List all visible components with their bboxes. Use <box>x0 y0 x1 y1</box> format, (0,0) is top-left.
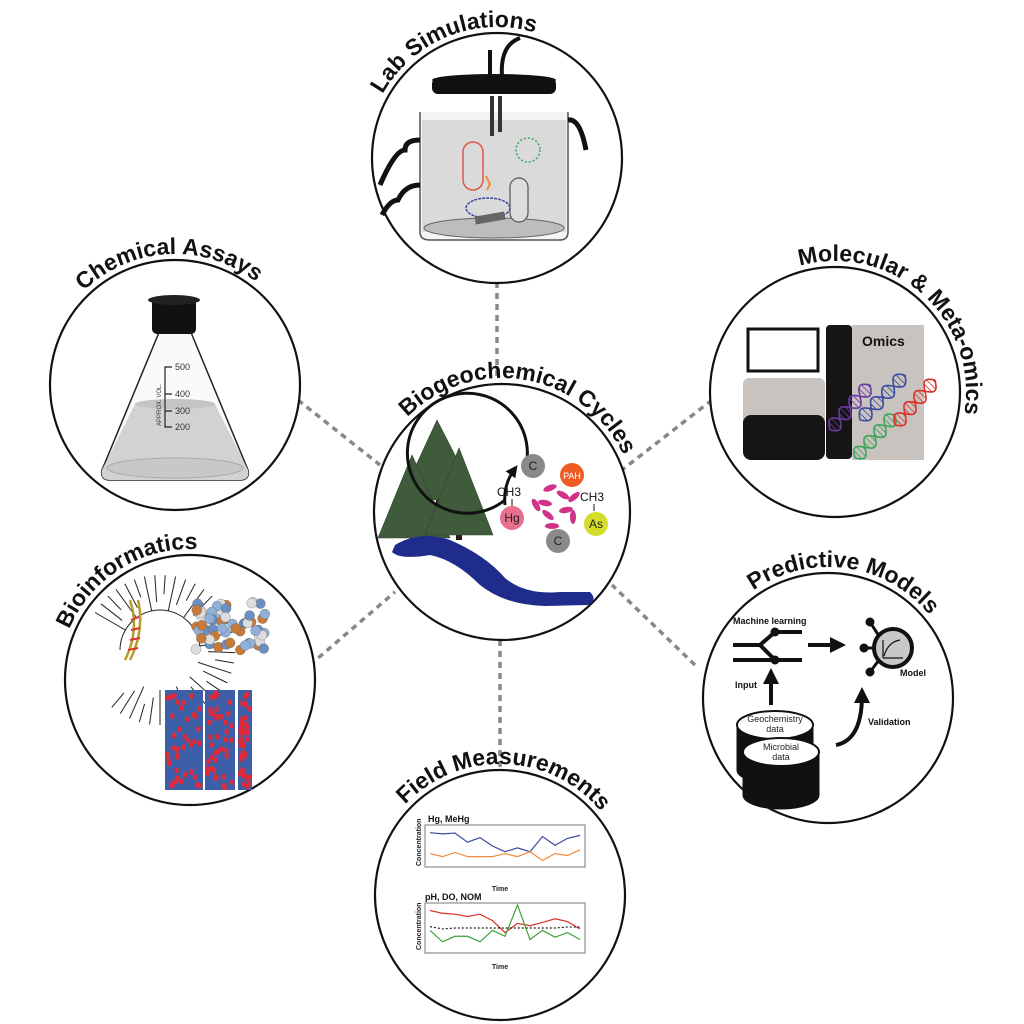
chart1-title: Hg, MeHg <box>428 814 470 824</box>
volume-scale-label: APPROX. VOL. <box>157 384 163 426</box>
volume-tick-500: 500 <box>175 362 190 372</box>
geochemistry-db-label-2: data <box>766 724 784 734</box>
validation-label: Validation <box>868 717 911 727</box>
methyl-left-label: CH3 <box>497 485 521 499</box>
microbe-icon <box>545 523 559 529</box>
chart1-xlabel: Time <box>492 886 508 893</box>
geochemistry-db-label-1: Geochemistry <box>747 714 803 724</box>
volume-tick-400: 400 <box>175 389 190 399</box>
element-c2-label: C <box>554 534 563 548</box>
element-hg-label: Hg <box>504 511 519 525</box>
connector-bioinformatics <box>310 592 395 665</box>
methyl-right-label: CH3 <box>580 490 604 504</box>
chart2-xlabel: Time <box>492 964 508 971</box>
machine-learning-label: Machine learning <box>733 616 807 626</box>
connector-predictive <box>612 585 695 665</box>
circle-field <box>375 770 625 1020</box>
microbe-icon <box>570 510 576 524</box>
microbial-db-label-2: data <box>772 752 790 762</box>
omics-illustration: Omics <box>743 325 936 460</box>
chart2-ylabel: Concentration <box>416 903 423 950</box>
element-pah-label: PAH <box>563 471 581 481</box>
volume-tick-200: 200 <box>175 422 190 432</box>
volume-tick-300: 300 <box>175 406 190 416</box>
chart2-frame <box>425 903 585 953</box>
element-c1-label: C <box>529 459 538 473</box>
circle-predictive <box>703 573 953 823</box>
omics-label: Omics <box>862 333 905 349</box>
chart1-frame <box>425 825 585 867</box>
input-label: Input <box>735 680 757 690</box>
chart2-title: pH, DO, NOM <box>425 892 482 902</box>
chart1-ylabel: Concentration <box>416 819 423 866</box>
connector-chemical <box>298 400 380 465</box>
element-as-label: As <box>589 517 603 531</box>
model-label: Model <box>900 668 926 678</box>
microbial-db-label-1: Microbial <box>763 742 799 752</box>
